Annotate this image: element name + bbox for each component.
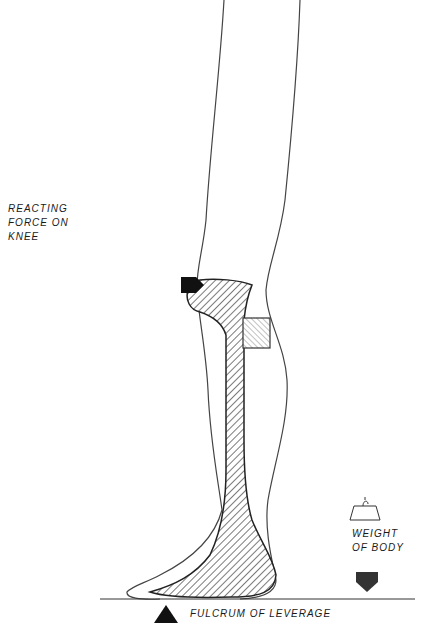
brace-shape [150, 279, 276, 597]
force-arrow [181, 277, 204, 293]
weight-icon [350, 497, 380, 520]
ground-line [100, 599, 415, 600]
fulcrum-triangle [154, 605, 178, 623]
brace-strap [243, 318, 270, 348]
weight-arrow [356, 572, 378, 592]
fulcrum-label: FULCRUM OF LEVERAGE [190, 607, 416, 621]
force-label: REACTING FORCE ON KNEE [8, 202, 94, 244]
weight-label: WEIGHT OF BODY [352, 527, 416, 555]
